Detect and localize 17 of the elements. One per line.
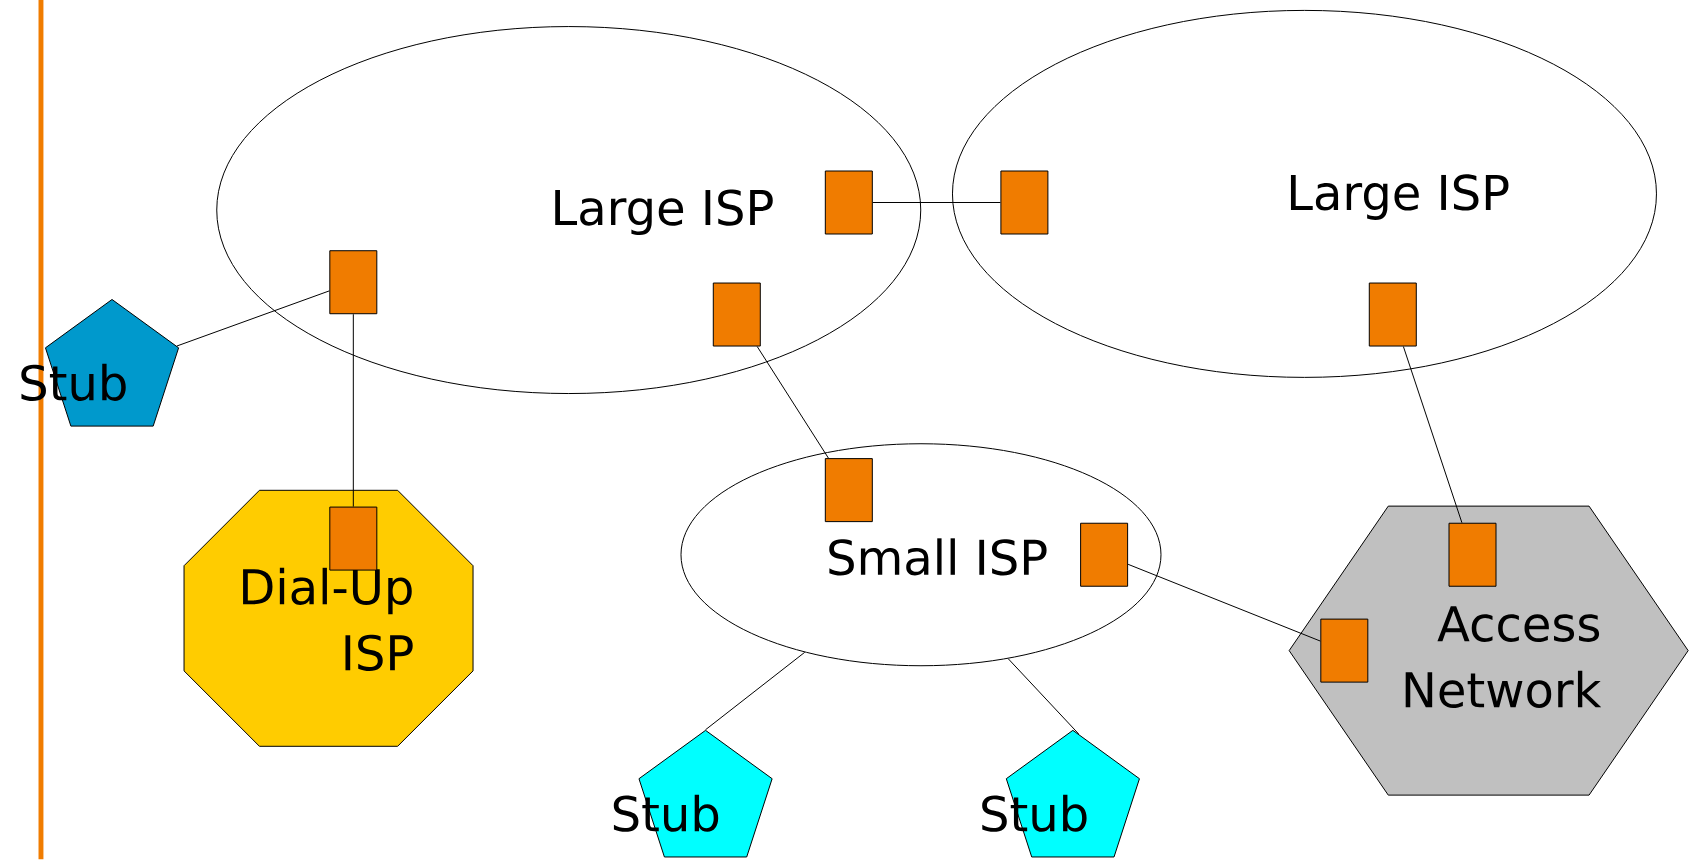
router-square	[824, 170, 873, 235]
connector-line	[352, 313, 354, 508]
connector-line	[705, 652, 806, 731]
router-square	[1368, 282, 1417, 347]
connector-line	[756, 346, 829, 459]
access-network-hexagon: Access Network	[1288, 505, 1689, 796]
connector-line	[176, 290, 330, 347]
connector-line	[1007, 658, 1080, 735]
router-square	[1448, 522, 1497, 587]
connector-line	[872, 202, 1001, 204]
dial-up-octagon: Dial-Up ISP	[183, 490, 474, 747]
router-square	[1320, 618, 1369, 683]
router-square	[1080, 522, 1129, 587]
router-square	[329, 250, 378, 315]
router-square	[824, 458, 873, 523]
router-square	[1000, 170, 1049, 235]
router-square	[712, 282, 761, 347]
